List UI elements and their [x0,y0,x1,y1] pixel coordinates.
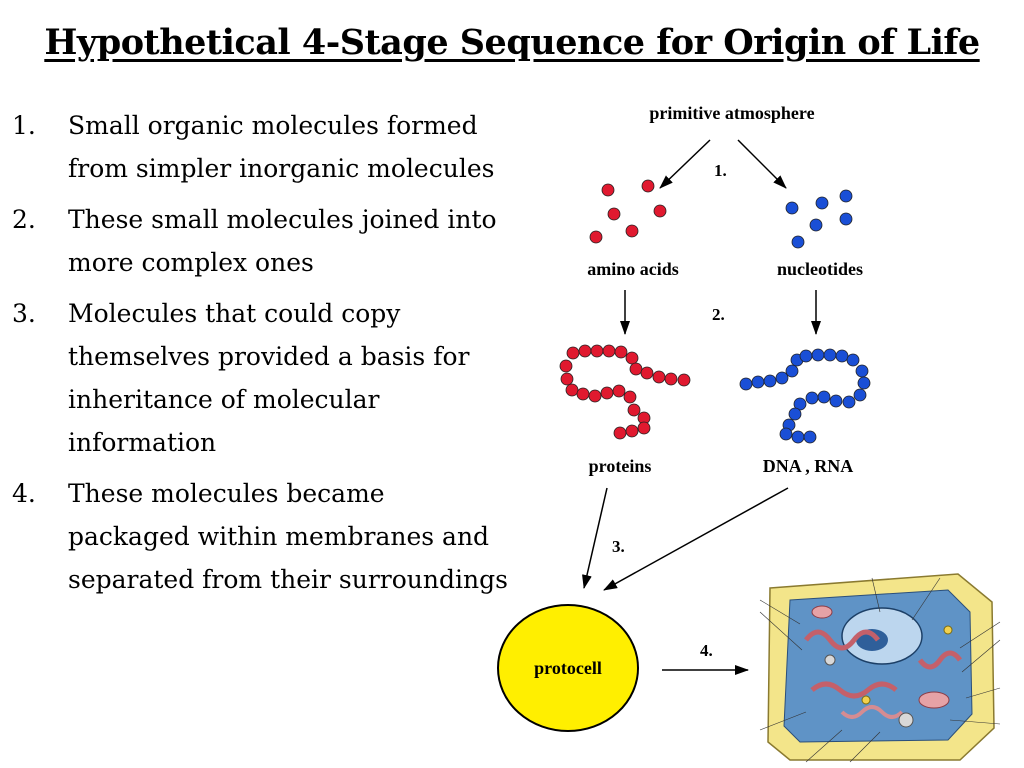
amino-acid-dot [641,179,655,193]
nucleotide-bead [779,427,793,441]
step-text: These small molecules joined into more c… [68,205,497,277]
protein-bead [560,372,574,386]
nucleotides-label: nucleotides [777,259,863,279]
nucleotide-bead [791,430,805,444]
nucleotide-bead [835,349,849,363]
nucleotide-bead [785,364,799,378]
nucleotide-bead [846,353,860,367]
nucleotide-bead [823,348,837,362]
amino-acids-label: amino acids [587,259,679,279]
step-text: Molecules that could copy themselves pro… [68,299,470,457]
amino-acid-dot [625,224,639,238]
primitive-atmosphere-label: primitive atmosphere [649,103,814,123]
nucleotide-bead [853,388,867,402]
protein-bead [590,344,604,358]
protein-bead [600,386,614,400]
step-item: 2. These small molecules joined into mor… [12,198,512,284]
nucleotide-dot [785,201,799,215]
protein-bead [559,359,573,373]
protein-bead [578,344,592,358]
nucleotide-bead [842,395,856,409]
amino-acid-molecules [589,179,667,244]
protein-bead [677,373,691,387]
step-number: 1. [12,111,36,140]
arrow-nucleic-to-protocell [603,487,789,591]
step-text: These molecules became packaged within m… [68,479,508,594]
protein-bead [614,345,628,359]
step-item: 4. These molecules became packaged withi… [12,472,512,601]
nucleotide-bead [855,364,869,378]
amino-acid-dot [607,207,621,221]
protein-bead [625,351,639,365]
protein-bead [664,372,678,386]
step-list: 1. Small organic molecules formed from s… [12,104,512,609]
stage-1-label: 1. [714,161,727,180]
nucleotide-dot [791,235,805,249]
step-number: 4. [12,479,36,508]
nucleotide-bead [739,377,753,391]
nucleic-acid-chain [739,348,871,444]
nucleotide-bead [803,430,817,444]
nucleotide-bead [811,348,825,362]
protein-bead [613,426,627,440]
nucleotide-bead [799,349,813,363]
protein-bead [566,346,580,360]
nucleotide-bead [788,407,802,421]
amino-acid-dot [601,183,615,197]
protein-bead [652,370,666,384]
nucleotide-molecules [785,189,853,249]
protocell-circle [497,604,639,732]
protein-bead [640,366,654,380]
stage-3-label: 3. [612,537,625,556]
cell-illustration [759,573,1001,763]
nucleotide-bead [857,376,871,390]
nucleotide-bead [793,397,807,411]
arrow-proteins-to-protocell [582,487,608,589]
nucleotide-dot [809,218,823,232]
protein-bead [637,421,651,435]
protein-chain [559,344,691,440]
arrow-to-amino-acids [659,139,711,189]
nucleotide-dot [839,189,853,203]
protein-bead [623,390,637,404]
dna-rna-label: DNA , RNA [763,456,854,476]
protein-bead [576,387,590,401]
nucleotide-bead [763,374,777,388]
stage-4-label: 4. [700,641,713,660]
amino-acid-dot [589,230,603,244]
protein-bead [565,383,579,397]
step-number: 3. [12,299,36,328]
nucleotide-dot [839,212,853,226]
step-item: 3. Molecules that could copy themselves … [12,292,512,464]
protein-bead [627,403,641,417]
arrow-to-nucleotides [737,139,787,189]
amino-acid-dot [653,204,667,218]
protocell-label: protocell [534,658,602,678]
nucleotide-bead [829,394,843,408]
slide-title: Hypothetical 4-Stage Sequence for Origin… [44,22,980,63]
step-number: 2. [12,205,36,234]
nucleotide-bead [775,371,789,385]
protein-bead [588,389,602,403]
proteins-label: proteins [589,456,652,476]
nucleotide-dot [815,196,829,210]
nucleotide-bead [751,375,765,389]
protein-bead [629,362,643,376]
step-item: 1. Small organic molecules formed from s… [12,104,512,190]
nucleotide-bead [817,390,831,404]
stage-2-label: 2. [712,305,725,324]
step-text: Small organic molecules formed from simp… [68,111,495,183]
protein-bead [625,424,639,438]
nucleotide-bead [805,391,819,405]
protein-bead [602,344,616,358]
protein-bead [612,384,626,398]
